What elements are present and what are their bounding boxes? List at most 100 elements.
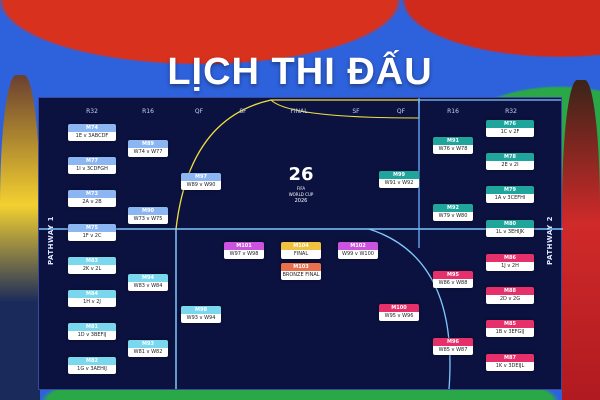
round-header: QF (194, 108, 204, 115)
match-number: M101 (224, 242, 264, 250)
match-number: M100 (379, 304, 419, 312)
match-number: M98 (181, 306, 221, 314)
match-number: M84 (68, 290, 116, 298)
match-number: M80 (486, 220, 534, 228)
match-number: M83 (68, 257, 116, 265)
match-number: M91 (433, 137, 473, 145)
match-teams: W81 v W82 (128, 348, 168, 357)
match-teams: 1L v 3EHIJK (486, 228, 534, 237)
match-number: M81 (68, 323, 116, 331)
match-teams: 1B v 3EFGIJ (486, 328, 534, 337)
match-number: M104 (281, 242, 321, 250)
match-number: M93 (128, 340, 168, 348)
match-number: M86 (486, 254, 534, 262)
match-number: M96 (433, 338, 473, 346)
pathway-1-label: PATHWAY 1 (47, 216, 55, 266)
match-teams: 1H v 2J (68, 298, 116, 307)
match-teams: 2E v 2I (486, 161, 534, 170)
player-right-image (562, 80, 600, 400)
match-number: M99 (379, 171, 419, 179)
match-number: M94 (128, 274, 168, 282)
match-teams: W83 v W84 (128, 282, 168, 291)
round-header: QF (396, 108, 406, 115)
match-number: M82 (68, 357, 116, 365)
round-header: R32 (505, 108, 517, 115)
match-number: M79 (486, 186, 534, 194)
match-number: M103 (281, 263, 321, 271)
match-number: M102 (338, 242, 378, 250)
match-teams: W95 v W96 (379, 312, 419, 321)
match-teams: W86 v W88 (433, 279, 473, 288)
match-teams: 2A v 2B (68, 198, 116, 207)
match-number: M97 (181, 173, 221, 181)
match-teams: 1D v 3BEFIJ (68, 331, 116, 340)
match-teams: BRONZE FINAL (281, 271, 321, 280)
match-number: M87 (486, 354, 534, 362)
match-teams: FINAL (281, 250, 321, 259)
match-teams: W99 v W100 (338, 250, 378, 259)
match-teams: 1I v 3CDFGH (68, 165, 116, 174)
match-teams: 1E v 3ABCDF (68, 132, 116, 141)
match-number: M85 (486, 320, 534, 328)
match-number: M90 (128, 207, 168, 215)
match-teams: W97 v W98 (224, 250, 264, 259)
match-teams: 1J v 2H (486, 262, 534, 271)
round-header: FINAL (290, 108, 308, 115)
round-header: R16 (447, 108, 459, 115)
page-title: LỊCH THI ĐẤU (167, 51, 433, 93)
match-teams: W91 v W92 (379, 179, 419, 188)
match-teams: 1A v 3CEFHI (486, 194, 534, 203)
round-header: SF (239, 108, 247, 115)
match-number: M74 (68, 124, 116, 132)
match-teams: 1K v 3DEIJL (486, 362, 534, 371)
match-teams: 1G v 3AEHIJ (68, 365, 116, 374)
match-teams: W74 v W77 (128, 148, 168, 157)
match-number: M76 (486, 120, 534, 128)
match-number: M77 (68, 157, 116, 165)
round-header: R16 (142, 108, 154, 115)
match-teams: W89 v W90 (181, 181, 221, 190)
match-number: M89 (128, 140, 168, 148)
match-number: M95 (433, 271, 473, 279)
match-teams: W73 v W75 (128, 215, 168, 224)
player-left-image (0, 75, 40, 400)
match-number: M75 (68, 224, 116, 232)
match-teams: 1C v 2F (486, 128, 534, 137)
world-cup-logo: 26 FIFA WORLD CUP 2026 (288, 164, 314, 204)
match-number: M73 (68, 190, 116, 198)
round-header: SF (352, 108, 360, 115)
match-teams: W76 v W78 (433, 145, 473, 154)
